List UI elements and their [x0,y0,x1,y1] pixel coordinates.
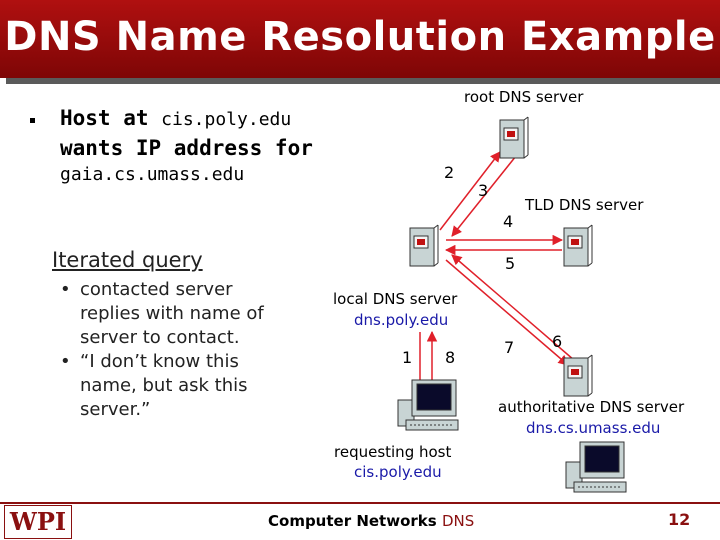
footer-course: Computer Networks [268,512,437,530]
requesting-host-sublabel: cis.poly.edu [354,463,442,481]
intro-line-2: wants IP address for [60,136,313,160]
arrow-step-7 [445,259,569,366]
wpi-logo: WPI [4,505,72,539]
iter-bullet-1: contacted server replies with name of se… [80,278,264,350]
root-server-label: root DNS server [464,88,584,106]
step-label-8: 8 [445,348,456,367]
iter-bullet-1-line-1: contacted server [80,279,233,300]
tld-server-label: TLD DNS server [525,196,644,214]
step-label-3: 3 [478,181,489,200]
page-number: 12 [668,510,691,529]
slide-title: DNS Name Resolution Example [4,14,716,60]
iter-bullet-marker-1: • [60,279,71,300]
root-server-icon [499,116,529,159]
step-label-1: 1 [402,348,413,367]
step-label-2: 2 [444,163,455,182]
arrow-step-6 [451,254,575,361]
intro-host-prefix: Host at [60,106,162,130]
requesting-host-label: requesting host [334,443,452,461]
iter-bullet-2-line-2: name, but ask this [80,375,248,396]
iterated-query-heading: Iterated query [52,248,203,272]
arrow-step-2 [439,151,501,231]
step-label-6: 6 [552,332,563,351]
intro-target: gaia.cs.umass.edu [60,164,245,185]
tld-server-icon [563,224,593,267]
local-server-label: local DNS server [333,290,458,308]
iter-bullet-2-line-3: server.” [80,399,151,420]
intro-host-name: cis.poly.edu [161,109,292,130]
title-shadow [6,76,720,84]
gaia-host-computer-icon [565,441,627,493]
arrow-step-3 [451,155,517,237]
title-bar [0,0,720,78]
iter-bullet-1-line-3: server to contact. [80,327,240,348]
iter-bullet-2-line-1: “I don’t know this [80,351,239,372]
auth-server-sublabel: dns.cs.umass.edu [526,419,661,437]
iter-bullet-1-line-2: replies with name of [80,303,264,324]
footer-topic: DNS [442,512,475,530]
bullet-square [30,118,35,123]
footer-divider [0,502,720,504]
step-label-7: 7 [504,338,515,357]
iter-bullet-2: “I don’t know this name, but ask this se… [80,350,248,422]
step-label-4: 4 [503,212,514,231]
step-label-5: 5 [505,254,516,273]
auth-server-label: authoritative DNS server [498,398,685,416]
requesting-host-computer-icon [397,379,459,431]
local-server-sublabel: dns.poly.edu [354,311,449,329]
auth-server-icon [563,354,593,397]
intro-line-1: Host at cis.poly.edu [60,106,291,130]
iter-bullet-marker-2: • [60,351,71,372]
local-server-icon [409,224,439,267]
